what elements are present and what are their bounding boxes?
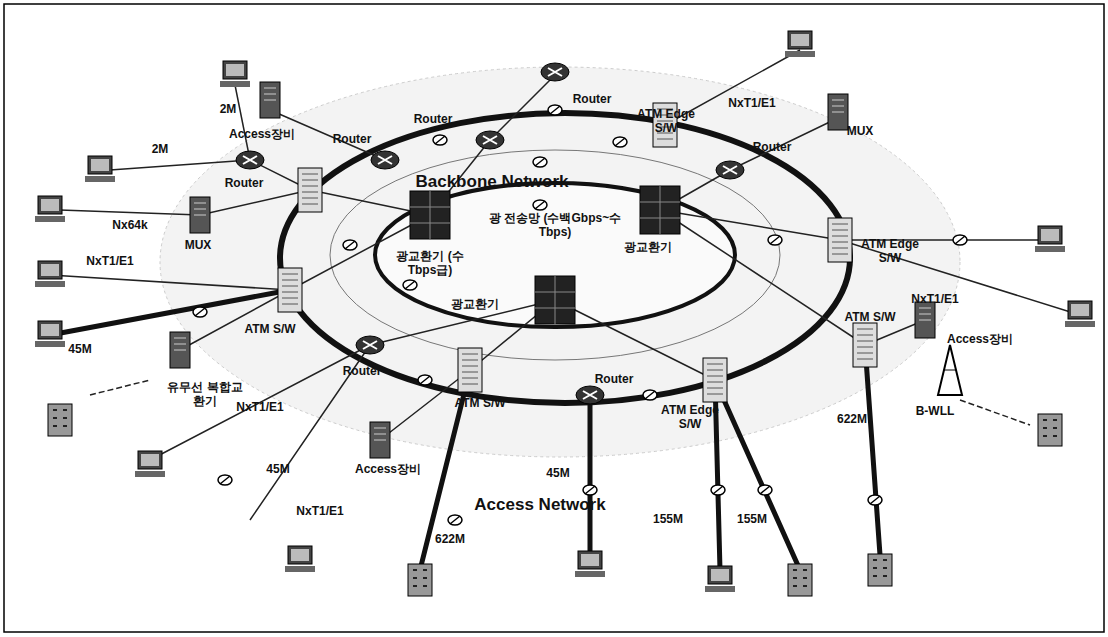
device-label: 유무선 복합교환기: [165, 381, 245, 409]
device-label: NxT1/E1: [728, 97, 775, 111]
device-label: 155M: [737, 513, 767, 527]
device-label: NxT1/E1: [911, 293, 958, 307]
device-label: NxT1/E1: [86, 255, 133, 269]
device-label: 155M: [653, 513, 683, 527]
device-label: Access장비: [355, 463, 421, 477]
device-label: 광교환기: [451, 298, 499, 312]
device-label: ATM S/W: [244, 323, 295, 337]
device-label: 광 전송망 (수백Gbps~수Tbps): [480, 212, 630, 240]
device-label: Access Network: [474, 495, 605, 515]
device-label: B-WLL: [916, 405, 955, 419]
device-label: ATM S/W: [844, 311, 895, 325]
device-label: 2M: [220, 103, 237, 117]
device-label: 45M: [546, 467, 569, 481]
device-label: Backbone Network: [415, 172, 568, 192]
device-label: Router: [414, 113, 453, 127]
device-label: ATM S/W: [454, 397, 505, 411]
device-label: Router: [573, 93, 612, 107]
device-label: Router: [595, 373, 634, 387]
device-label: 2M: [152, 143, 169, 157]
device-label: 622M: [837, 413, 867, 427]
device-label: Router: [333, 133, 372, 147]
device-label: 광교환기: [624, 241, 672, 255]
device-label: ATM Edge S/W: [655, 404, 725, 432]
device-label: MUX: [185, 239, 212, 253]
device-label: Nx64k: [112, 219, 147, 233]
device-label: Access장비: [947, 333, 1013, 347]
device-label: Router: [753, 141, 792, 155]
device-label: 45M: [68, 343, 91, 357]
device-label: Router: [343, 365, 382, 379]
device-label: MUX: [847, 125, 874, 139]
device-label: 광교환기 (수Tbps급): [385, 250, 475, 278]
device-label: NxT1/E1: [296, 505, 343, 519]
device-label: 45M: [266, 463, 289, 477]
device-label: ATM Edge S/W: [631, 108, 701, 136]
device-label: Access장비: [229, 128, 295, 142]
device-label: Router: [225, 177, 264, 191]
device-label: ATM Edge S/W: [855, 238, 925, 266]
device-label: 622M: [435, 533, 465, 547]
device-label: NxT1/E1: [236, 401, 283, 415]
